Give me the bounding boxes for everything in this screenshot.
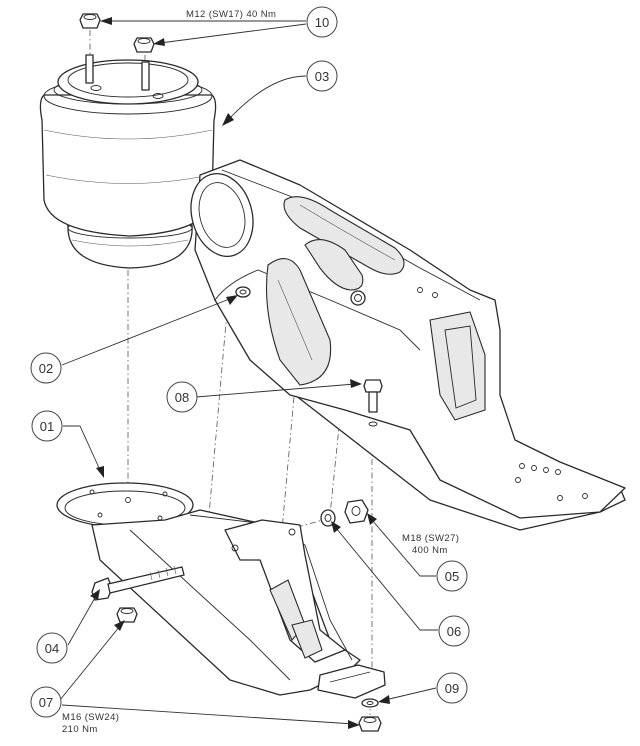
- top-nut-right-icon: [133, 37, 155, 53]
- m18-torque-spec: 400 Nm: [412, 545, 448, 556]
- air-spring-bellows: [39, 54, 217, 269]
- callout-03-label: 03: [315, 69, 329, 84]
- callout-04-label: 04: [45, 641, 59, 656]
- callout-10-label: 10: [315, 15, 329, 30]
- callout-09: 09: [436, 672, 468, 704]
- lower-washer-icon: [361, 698, 379, 708]
- callout-07: 07: [30, 686, 62, 718]
- top-nut-left-icon: [79, 13, 101, 29]
- bolt-nut-icon: [116, 607, 138, 623]
- callout-02: 02: [30, 352, 62, 384]
- trailing-arm-frame: [190, 159, 626, 531]
- callout-05-label: 05: [445, 569, 459, 584]
- m18-nut-icon: [344, 499, 369, 524]
- lower-nut-icon: [358, 716, 382, 732]
- leader-lines: [59, 17, 438, 729]
- callout-05: 05: [436, 560, 468, 592]
- callout-06-label: 06: [447, 624, 461, 639]
- callout-08-label: 08: [175, 390, 189, 405]
- callout-01-label: 01: [40, 419, 54, 434]
- air-spring-bracket: [56, 482, 386, 699]
- m16-torque-spec: 210 Nm: [62, 724, 98, 735]
- callout-09-label: 09: [445, 681, 459, 696]
- callout-01: 01: [31, 410, 63, 442]
- callout-08: 08: [166, 381, 198, 413]
- callout-06: 06: [438, 615, 470, 647]
- m12-torque-spec: M12 (SW17) 40 Nm: [186, 9, 276, 20]
- callout-04: 04: [36, 632, 68, 664]
- callout-03: 03: [306, 60, 338, 92]
- callout-02-label: 02: [39, 361, 53, 376]
- m16-size-spec: M16 (SW24): [62, 712, 119, 723]
- callout-07-label: 07: [39, 695, 53, 710]
- m18-size-spec: M18 (SW27): [402, 533, 459, 544]
- callout-10: 10: [306, 6, 338, 38]
- vertical-bolt-icon: [363, 379, 383, 427]
- bushing-bolt-icon: [235, 286, 251, 298]
